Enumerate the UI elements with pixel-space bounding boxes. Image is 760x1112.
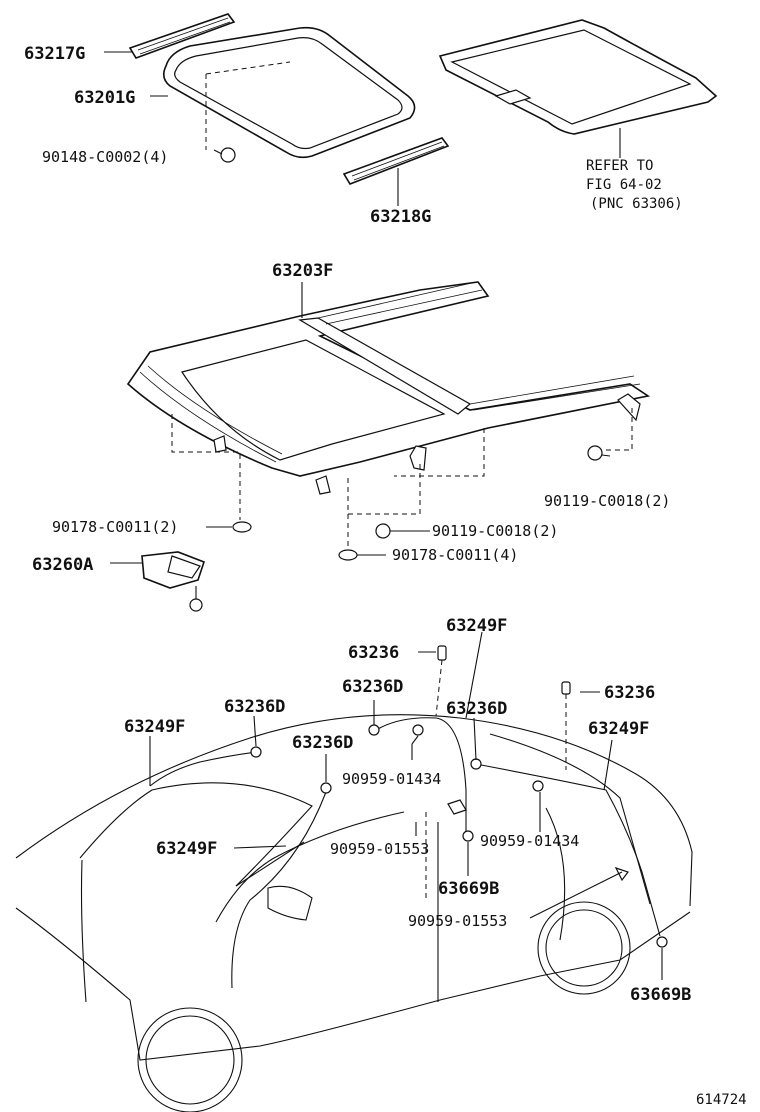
glass-panel-icon [162,26,416,159]
label-63249F-left: 63249F [124,717,185,737]
label-63249F-top: 63249F [446,616,507,636]
bolt-icon [189,445,611,612]
label-63236-b: 63236 [604,683,655,703]
label-63669B-a: 63669B [438,879,499,899]
label-90959-01434-a: 90959-01434 [342,770,441,788]
label-63236D-c: 63236D [446,699,507,719]
label-90959-01553-a: 90959-01553 [330,840,429,858]
label-90959-01553-b: 90959-01553 [408,912,507,930]
label-63249F-mid: 63249F [156,839,217,859]
car-body-outline-icon [15,714,693,1112]
label-63236D-a: 63236D [342,677,403,697]
label-90119-b: 90119-C0018(2) [432,522,558,540]
label-90178-a: 90178-C0011(2) [52,518,178,536]
drain-hose-icon [80,717,661,1003]
label-63217G: 63217G [24,44,85,64]
label-90959-01434-b: 90959-01434 [480,832,579,850]
label-63236-a: 63236 [348,643,399,663]
label-63236D-d: 63236D [292,733,353,753]
nut-icon [232,521,358,561]
refer-line-3: (PNC 63306) [590,196,683,212]
sunroof-motor-icon [141,551,206,589]
refer-line-1: REFER TO [586,158,653,174]
sunroof-housing-icon [126,281,651,495]
weatherstrip-rear-icon [342,137,450,185]
bolt-icon [213,147,236,163]
refer-line-2: FIG 64-02 [586,177,662,193]
sunshade-icon [438,19,718,135]
label-63218G: 63218G [370,207,431,227]
label-63669B-b: 63669B [630,985,691,1005]
label-90178-b: 90178-C0011(4) [392,546,518,564]
figure-number: 614724 [696,1092,747,1108]
label-63203F: 63203F [272,261,333,281]
label-63236D-b: 63236D [224,697,285,717]
label-63201G: 63201G [74,88,135,108]
label-63249F-right: 63249F [588,719,649,739]
label-63260A: 63260A [32,555,93,575]
weatherstrip-front-icon [128,13,236,59]
label-90119-a: 90119-C0018(2) [544,492,670,510]
label-90148: 90148-C0002(4) [42,148,168,166]
